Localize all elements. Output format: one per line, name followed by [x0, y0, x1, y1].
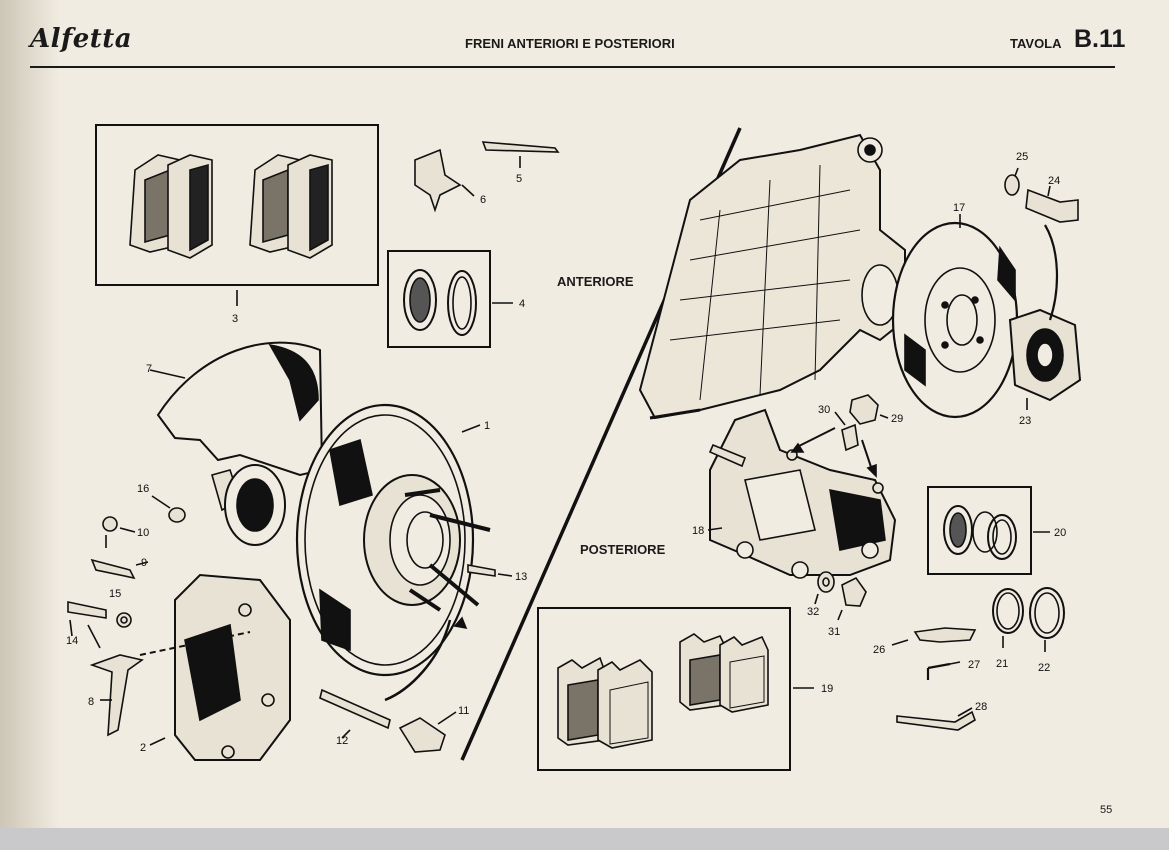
- copper-washer-front: [116, 612, 132, 628]
- plate-number: B.11: [1074, 25, 1126, 53]
- callout-label: 26: [873, 644, 885, 656]
- pad-set-box-rear: [537, 607, 791, 771]
- caliper-clip: [89, 654, 144, 737]
- page-number: 55: [1100, 804, 1113, 816]
- callout-label: 28: [975, 701, 987, 713]
- seal-kit-box-front: [387, 250, 491, 348]
- callout-label: 13: [515, 571, 527, 583]
- rear-copper-washer: [817, 571, 835, 593]
- scan-edge: [0, 828, 1169, 850]
- callout-label: 27: [968, 659, 980, 671]
- callout-numbers: 1 2 3 4 5 6 7 8 9 10 11 12 13 14 15 16 1…: [66, 151, 1066, 754]
- caliper-mount-nut: [398, 717, 446, 753]
- bleed-screw: [90, 558, 136, 580]
- callout-label: 19: [821, 683, 833, 695]
- binding-shadow: [0, 0, 60, 850]
- rear-bleed-screw: [849, 394, 879, 425]
- flange-washer: [1004, 174, 1020, 196]
- flange-bolt: [1025, 188, 1079, 223]
- callout-label: 21: [996, 658, 1008, 670]
- brake-pad-rear-a: [557, 656, 653, 749]
- brake-pad-rear-b: [679, 633, 769, 713]
- callout-label: 7: [146, 363, 152, 375]
- rear-seal-ring: [992, 588, 1024, 634]
- dust-shield: [156, 341, 324, 477]
- wheel-stud: [467, 564, 496, 577]
- callout-label: 2: [140, 742, 146, 754]
- caliper-mount-bolt: [319, 688, 391, 730]
- callout-label: 18: [692, 525, 704, 537]
- page-title: FRENI ANTERIORI E POSTERIORI: [465, 36, 675, 51]
- callout-label: 25: [1016, 151, 1028, 163]
- caliper-bolt-front: [67, 601, 107, 619]
- brake-pad-front-a: [129, 154, 213, 259]
- plate-label: TAVOLA: [1010, 36, 1062, 51]
- callout-label: 11: [458, 705, 469, 717]
- rear-pad-spring: [913, 627, 977, 643]
- bleed-cap: [102, 516, 118, 532]
- callout-label: 14: [66, 635, 78, 647]
- callout-label: 22: [1038, 662, 1050, 674]
- callout-label: 23: [1019, 415, 1031, 427]
- rear-clip-pin: [926, 662, 951, 680]
- callout-label: 31: [828, 626, 840, 638]
- rear-caliper: [708, 408, 897, 579]
- rear-dust-boot: [1029, 587, 1065, 639]
- drive-flange: [1008, 308, 1082, 402]
- section-label-front: ANTERIORE: [557, 274, 634, 289]
- callout-label: 32: [807, 606, 819, 618]
- rear-retaining-pin: [896, 710, 976, 731]
- retaining-pin-front: [481, 141, 560, 153]
- callout-label: 6: [480, 194, 486, 206]
- callout-label: 29: [891, 413, 903, 425]
- callout-label: 30: [818, 404, 830, 416]
- seal-kit-box-rear: [927, 486, 1032, 575]
- callout-label: 5: [516, 173, 522, 185]
- rear-brake-disc: [891, 221, 1019, 419]
- front-brake-disc: [295, 403, 491, 677]
- callout-label: 3: [232, 313, 238, 325]
- callout-label: 12: [336, 735, 348, 747]
- callout-label: 4: [519, 298, 525, 310]
- callout-label: 17: [953, 202, 965, 214]
- callout-label: 9: [141, 557, 147, 569]
- callout-label: 8: [88, 696, 94, 708]
- rear-bleed-nipple: [841, 423, 859, 452]
- front-brake-group: [67, 124, 560, 761]
- header-rule: [30, 66, 1115, 68]
- callout-label: 1: [484, 420, 490, 432]
- callout-label: 24: [1048, 175, 1060, 187]
- section-label-rear: POSTERIORE: [580, 542, 666, 557]
- pad-spring: [414, 148, 462, 213]
- rear-brake-group: [537, 133, 1082, 771]
- pad-set-box-front: [95, 124, 379, 286]
- brand-logo: Alfetta: [30, 24, 133, 54]
- front-caliper: [174, 464, 291, 761]
- callout-label: 20: [1054, 527, 1066, 539]
- bleed-dust-cap: [168, 507, 186, 523]
- brake-pad-front-b: [249, 154, 333, 259]
- callout-label: 16: [137, 483, 149, 495]
- callout-label: 15: [109, 588, 121, 600]
- rear-caliper-nut: [841, 576, 867, 607]
- callout-label: 10: [137, 527, 149, 539]
